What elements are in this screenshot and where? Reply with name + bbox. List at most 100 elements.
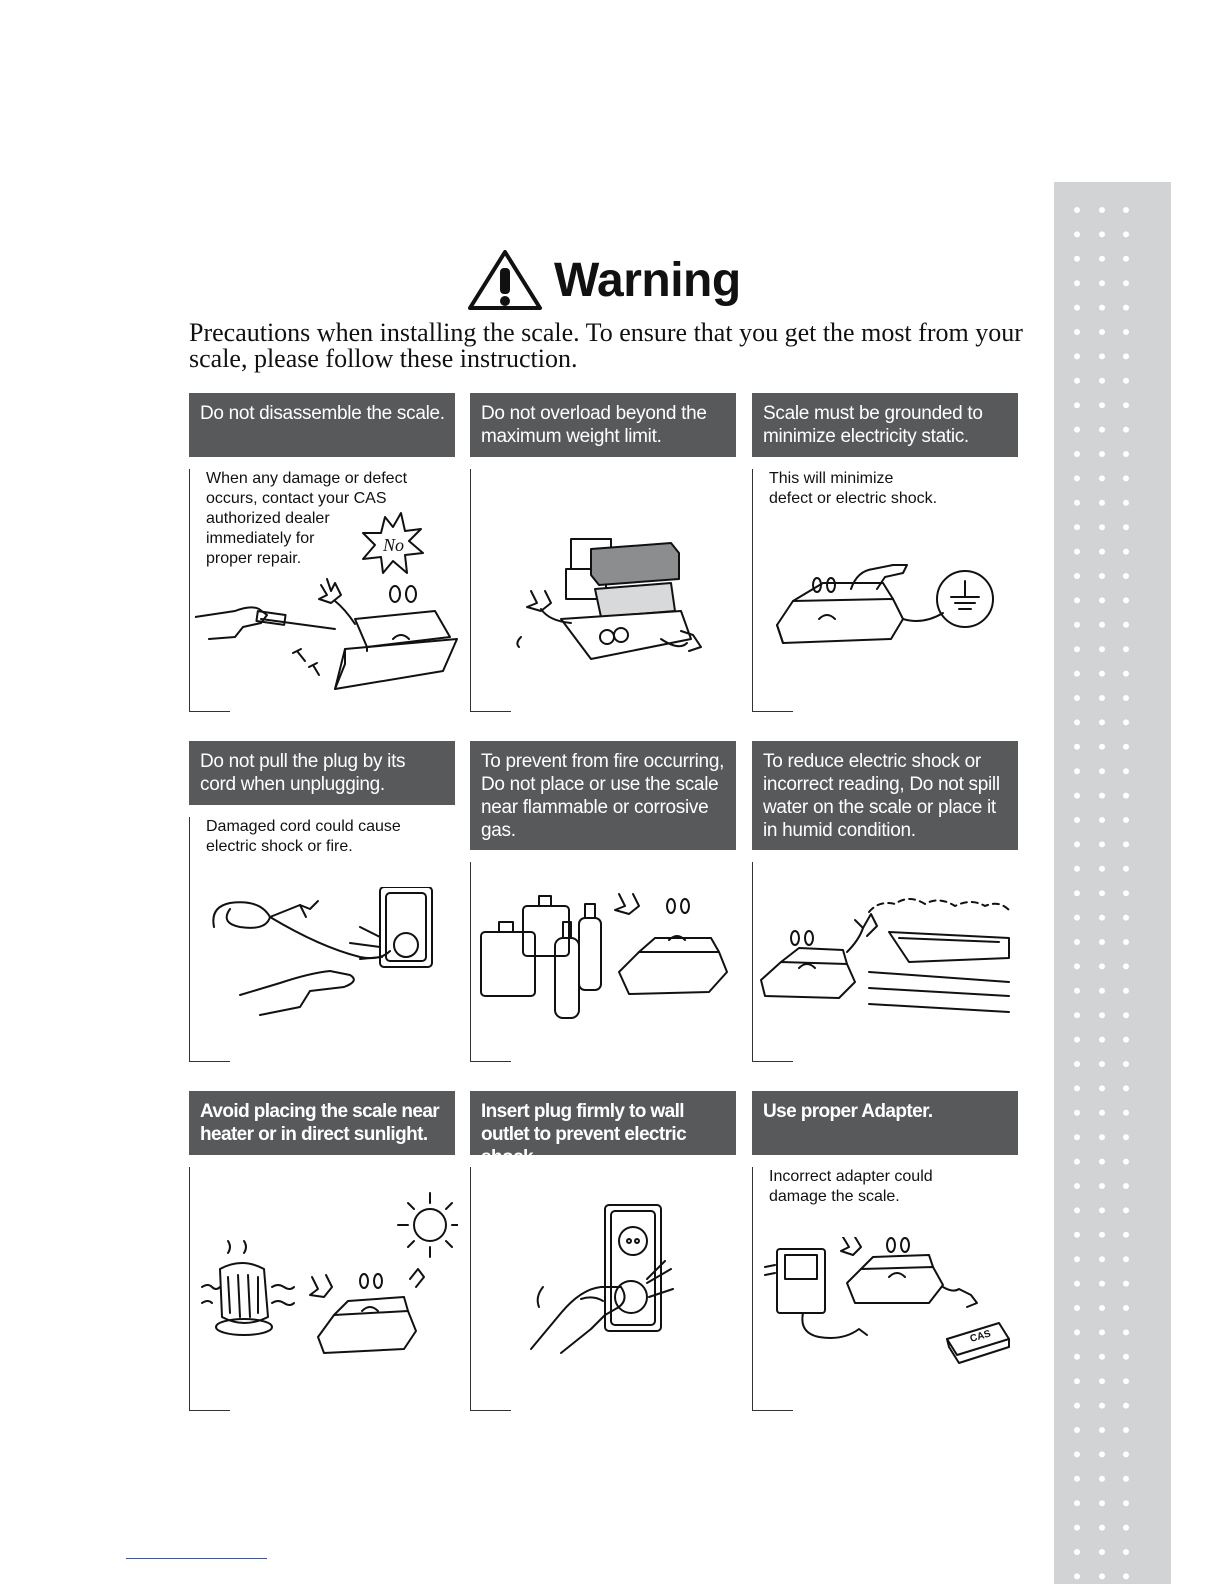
page-title: Warning: [466, 248, 741, 312]
decor-dot: [1123, 573, 1129, 579]
decor-dot: [1074, 1305, 1080, 1311]
decor-dot: [1074, 1549, 1080, 1555]
decor-dot: [1099, 353, 1105, 360]
decor-dot: [1099, 1256, 1105, 1263]
decor-dot: [1099, 231, 1105, 238]
card-overload: Do not overload beyond the maximum weigh…: [470, 393, 736, 712]
card-title: Do not pull the plug by its cord when un…: [189, 741, 455, 805]
decor-dot: [1074, 1524, 1080, 1531]
decor-dot: [1123, 646, 1129, 653]
decor-dot: [1074, 1061, 1080, 1067]
decor-dot: [1123, 1329, 1129, 1336]
decor-dot: [1123, 1036, 1129, 1043]
card-body: When any damage or defect occurs, contac…: [189, 469, 458, 712]
decor-dot: [1123, 1207, 1129, 1214]
decor-dot: [1099, 1231, 1105, 1238]
decor-dot: [1123, 1378, 1129, 1385]
card-pull-plug: Do not pull the plug by its cord when un…: [189, 741, 455, 1062]
card-body: Incorrect adapter could damage the scale…: [752, 1167, 1018, 1411]
card-title: Do not overload beyond the maximum weigh…: [470, 393, 736, 457]
decor-dot: [1099, 1012, 1105, 1019]
decor-dot: [1123, 987, 1129, 994]
dot-pattern: [1074, 207, 1129, 1580]
decor-dot: [1074, 353, 1080, 360]
decor-dot: [1074, 329, 1080, 335]
decor-dot: [1123, 1231, 1129, 1238]
decor-dot: [1074, 280, 1080, 287]
card-title: To prevent from fire occurring, Do not p…: [470, 741, 736, 850]
card-humid: To reduce electric shock or incorrect re…: [752, 741, 1018, 1062]
decor-dot: [1074, 1500, 1080, 1507]
decor-dot: [1123, 280, 1129, 287]
decor-dot: [1074, 1573, 1080, 1580]
decor-dot: [1099, 280, 1105, 287]
decor-dot: [1123, 207, 1129, 213]
decor-dot: [1099, 963, 1105, 970]
title-text: Warning: [554, 253, 741, 307]
decor-dot: [1099, 1451, 1105, 1458]
decor-dot: [1099, 597, 1105, 604]
decor-dot: [1123, 890, 1129, 897]
card-title: Use proper Adapter.: [752, 1091, 1018, 1155]
decor-dot: [1074, 1329, 1080, 1336]
card-title: To reduce electric shock or incorrect re…: [752, 741, 1018, 850]
decor-dot: [1074, 1109, 1080, 1116]
decor-dot: [1099, 499, 1105, 506]
decor-dot: [1074, 1158, 1080, 1165]
decor-dot: [1099, 1524, 1105, 1531]
decor-dot: [1099, 329, 1105, 335]
decor-dot: [1074, 914, 1080, 921]
decor-dot: [1099, 621, 1105, 628]
decor-dot: [1074, 1475, 1080, 1482]
decor-dot: [1074, 1256, 1080, 1263]
decor-dot: [1123, 621, 1129, 628]
decor-dot: [1123, 1012, 1129, 1019]
card-note: This will minimize defect or electric sh…: [769, 470, 938, 507]
decor-dot: [1099, 1402, 1105, 1409]
no-badge-text: No: [382, 535, 404, 555]
decor-dot: [1123, 914, 1129, 921]
decor-dot: [1123, 1402, 1129, 1409]
decor-dot: [1123, 548, 1129, 555]
decor-dot: [1123, 1500, 1129, 1507]
decor-dot: [1123, 329, 1129, 335]
card-title: Scale must be grounded to minimize elect…: [752, 393, 1018, 457]
decor-dot: [1074, 499, 1080, 506]
decor-dot: [1074, 573, 1080, 579]
decor-dot: [1123, 451, 1129, 457]
decor-dot: [1099, 841, 1105, 848]
decor-dot: [1099, 792, 1105, 799]
decor-dot: [1123, 1085, 1129, 1092]
decor-dot: [1099, 1353, 1105, 1360]
decor-dot: [1099, 475, 1105, 482]
card-body: [752, 862, 1018, 1062]
decor-dot: [1074, 597, 1080, 604]
card-note: Damaged cord could cause electric shock …: [206, 818, 401, 855]
decor-dot: [1099, 548, 1105, 555]
decor-dot: [1074, 1207, 1080, 1214]
decor-dot: [1123, 402, 1129, 409]
decor-dot: [1074, 255, 1080, 262]
decor-dot: [1123, 304, 1129, 311]
decor-dot: [1074, 621, 1080, 628]
decor-dot: [1074, 841, 1080, 848]
card-note: When any damage or defect occurs, contac…: [206, 470, 408, 567]
card-body: [470, 862, 736, 1062]
decor-dot: [1099, 914, 1105, 921]
decor-dot: [1099, 695, 1105, 701]
decor-dot: [1099, 1378, 1105, 1385]
decor-dot: [1099, 1036, 1105, 1043]
card-title: Insert plug firmly to wall outlet to pre…: [470, 1091, 736, 1168]
humid-bathtub-illustration: [760, 898, 1010, 1013]
decor-dot: [1074, 743, 1080, 750]
decor-dot: [1123, 963, 1129, 970]
footer-rule: [126, 1558, 267, 1559]
card-adapter: Use proper Adapter. Incorrect adapter co…: [752, 1091, 1018, 1411]
intro-text: Precautions when installing the scale. T…: [189, 318, 1023, 373]
decor-dot: [1074, 792, 1080, 799]
decor-dot: [1123, 353, 1129, 360]
decor-dot: [1074, 1183, 1080, 1189]
decor-dot: [1099, 1085, 1105, 1092]
decor-dot: [1123, 1353, 1129, 1360]
decor-dot: [1074, 524, 1080, 531]
